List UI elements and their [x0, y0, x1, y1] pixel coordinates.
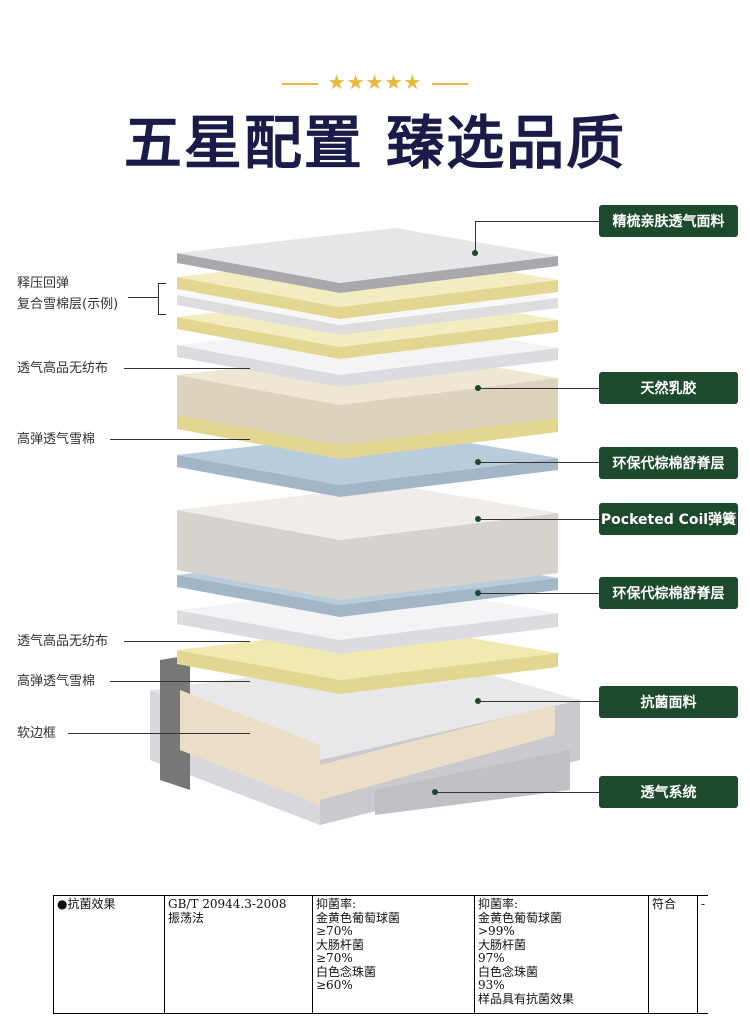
- label-nonwoven-top: 透气高品无纺布: [17, 361, 109, 376]
- tag-pocketed-coil: Pocketed Coil弹簧: [599, 503, 738, 535]
- cell-extra: -: [697, 895, 709, 1014]
- tag-latex: 天然乳胶: [599, 372, 738, 404]
- label-foam: 释压回弹复合雪棉层(示例): [17, 276, 119, 312]
- page-title: 五星配置 臻选品质: [123, 109, 627, 177]
- tag-fabric: 精梳亲肤透气面料: [599, 205, 738, 237]
- cell-item: ●抗菌效果: [53, 895, 165, 1014]
- label-nonwoven-bottom: 透气高品无纺布: [17, 634, 109, 649]
- tag-breathable: 透气系统: [599, 776, 738, 808]
- label-frame: 软边框: [17, 726, 57, 741]
- five-stars-icon: ★★★★★: [0, 70, 750, 94]
- cell-verdict: 符合: [648, 895, 698, 1014]
- tag-antibacterial: 抗菌面料: [599, 686, 738, 718]
- mattress-layers-illustration: [150, 228, 580, 825]
- base-frame: [150, 655, 580, 825]
- label-snow-top: 高弹透气雪棉: [17, 432, 96, 447]
- label-snow-bottom: 高弹透气雪棉: [17, 674, 96, 689]
- tag-palm-top: 环保代棕棉舒脊层: [599, 447, 738, 479]
- tag-palm-bottom: 环保代棕棉舒脊层: [599, 577, 738, 609]
- layer-top-fabric: [177, 228, 558, 293]
- layer-springs: [177, 485, 558, 600]
- cell-requirement: 抑菌率:金黄色葡萄球菌≥70%大肠杆菌≥70%白色念珠菌≥60%: [312, 895, 475, 1014]
